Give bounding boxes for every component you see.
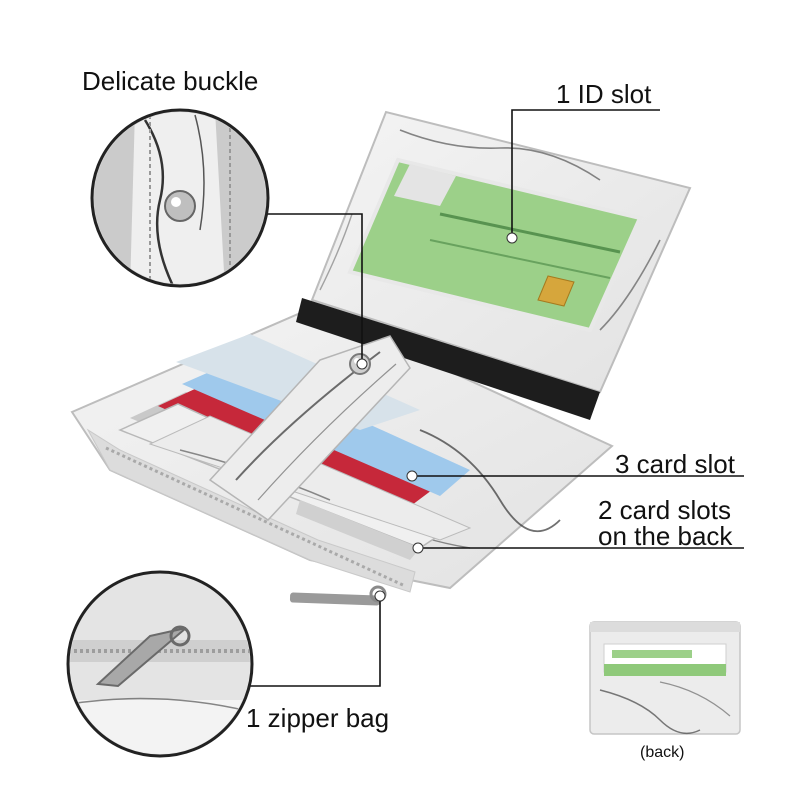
label-back-caption: (back): [640, 744, 685, 761]
back-view-thumbnail: [589, 621, 741, 735]
zipper-closeup: [66, 570, 254, 758]
leader-dots: [356, 232, 518, 602]
buckle-closeup: [90, 108, 270, 288]
chip-icon: [537, 275, 575, 307]
zipper-pull-icon: [289, 592, 381, 606]
label-id-slot: 1 ID slot: [556, 79, 652, 109]
label-back-slots-line1: 2 card slots: [598, 495, 731, 525]
leader-lines: [246, 109, 744, 687]
label-back-slots-line2: on the back: [598, 521, 733, 551]
wallet-top-flap: [296, 110, 692, 420]
label-card-slot: 3 card slot: [615, 449, 735, 479]
label-zipper-bag: 1 zipper bag: [246, 703, 390, 733]
label-delicate-buckle: Delicate buckle: [82, 66, 259, 96]
